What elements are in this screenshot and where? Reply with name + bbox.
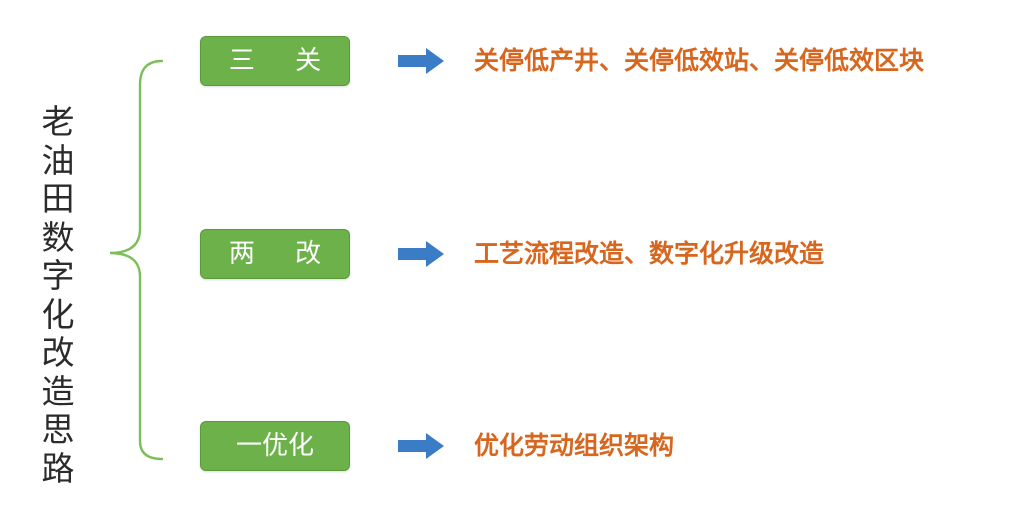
description-yi-youhua: 优化劳动组织架构 [474, 431, 675, 460]
description-liang-gai: 工艺流程改造、数字化升级改造 [474, 239, 825, 268]
root-title: 老油田数字化改造思路 [41, 102, 75, 488]
right-arrow-icon [398, 433, 444, 459]
right-arrow-icon [398, 48, 444, 74]
description-san-guan: 关停低产井、关停低效站、关停低效区块 [474, 46, 925, 75]
node-liang-gai: 两 改 [200, 229, 350, 279]
node-yi-youhua: 一优化 [200, 421, 350, 471]
node-san-guan: 三 关 [200, 36, 350, 86]
curly-brace [109, 59, 164, 461]
right-arrow-icon [398, 241, 444, 267]
